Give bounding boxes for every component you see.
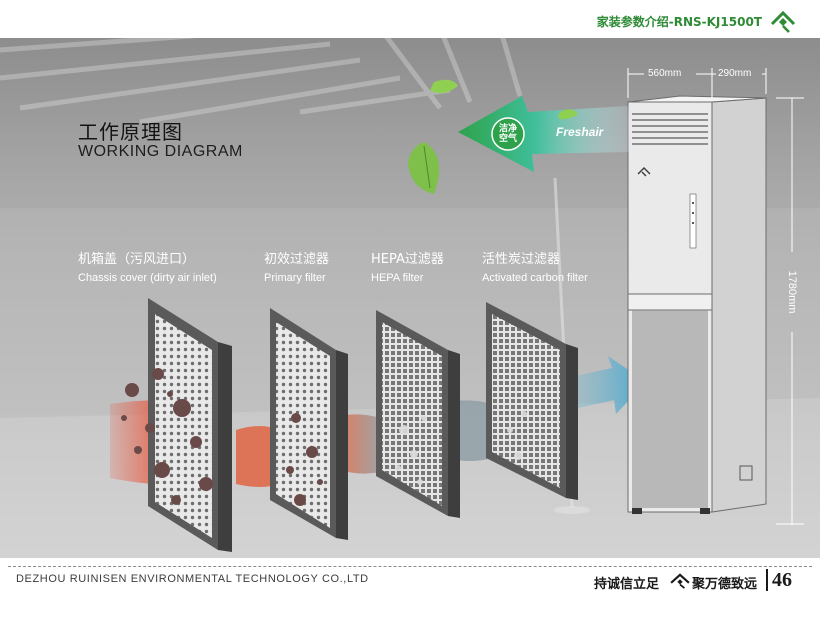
dimension-width-front: 560mm — [648, 68, 682, 79]
dimension-height: 1780mm — [786, 270, 798, 314]
filter-label-cn: 机箱盖（污风进口） — [78, 252, 196, 267]
primary-filter-panel — [270, 308, 348, 540]
filter-label-en: Activated carbon filter — [482, 272, 588, 284]
slogan-left: 持诚信立足 — [594, 577, 660, 592]
footer-divider — [8, 566, 812, 567]
product-title: 家装参数介绍-RNS-KJ1500T — [596, 15, 762, 29]
clean-air-badge: 洁净空气 — [498, 124, 517, 144]
footer-bar — [0, 558, 820, 619]
filter-label-chassis-cover: 机箱盖（污风进口） Chassis cover (dirty air inlet… — [78, 252, 217, 284]
filter-label-en: Primary filter — [264, 272, 326, 284]
activated-carbon-filter-panel — [486, 302, 578, 500]
top-bar: 家装参数介绍-RNS-KJ1500T — [0, 0, 820, 38]
freshair-label: Freshair — [556, 125, 604, 139]
chassis-cover-panel — [148, 298, 232, 552]
filter-label-primary: 初效过滤器 Primary filter — [264, 252, 329, 284]
slogan-right: 聚万德致远 — [692, 577, 758, 592]
filter-label-activated-carbon: 活性炭过滤器 Activated carbon filter — [482, 252, 592, 284]
diagram-background: 工作原理图 WORKING DIAGRAM 机箱盖（污风进口） Chassis … — [0, 38, 820, 558]
filter-label-hepa: HEPA过滤器 HEPA filter — [371, 252, 444, 284]
company-logo-icon — [770, 10, 796, 33]
filter-label-en: HEPA filter — [371, 272, 424, 284]
leaf-icon — [408, 79, 578, 194]
page-number: 46 — [766, 569, 792, 591]
company-name: DEZHOU RUINISEN ENVIRONMENTAL TECHNOLOGY… — [16, 573, 369, 585]
hepa-filter-panel — [376, 310, 460, 518]
diagram-title-en: WORKING DIAGRAM — [78, 143, 243, 160]
diagram-title-cn: 工作原理图 — [78, 120, 183, 144]
company-logo-icon — [670, 573, 690, 589]
air-flow-illustration — [110, 68, 804, 552]
filter-label-cn: 活性炭过滤器 — [482, 252, 561, 267]
dimension-width-side: 290mm — [718, 68, 752, 79]
filter-label-en: Chassis cover (dirty air inlet) — [78, 272, 217, 284]
filter-label-cn: 初效过滤器 — [264, 252, 330, 267]
air-purifier-cabinet — [627, 95, 767, 514]
filter-label-cn: HEPA过滤器 — [371, 252, 444, 267]
